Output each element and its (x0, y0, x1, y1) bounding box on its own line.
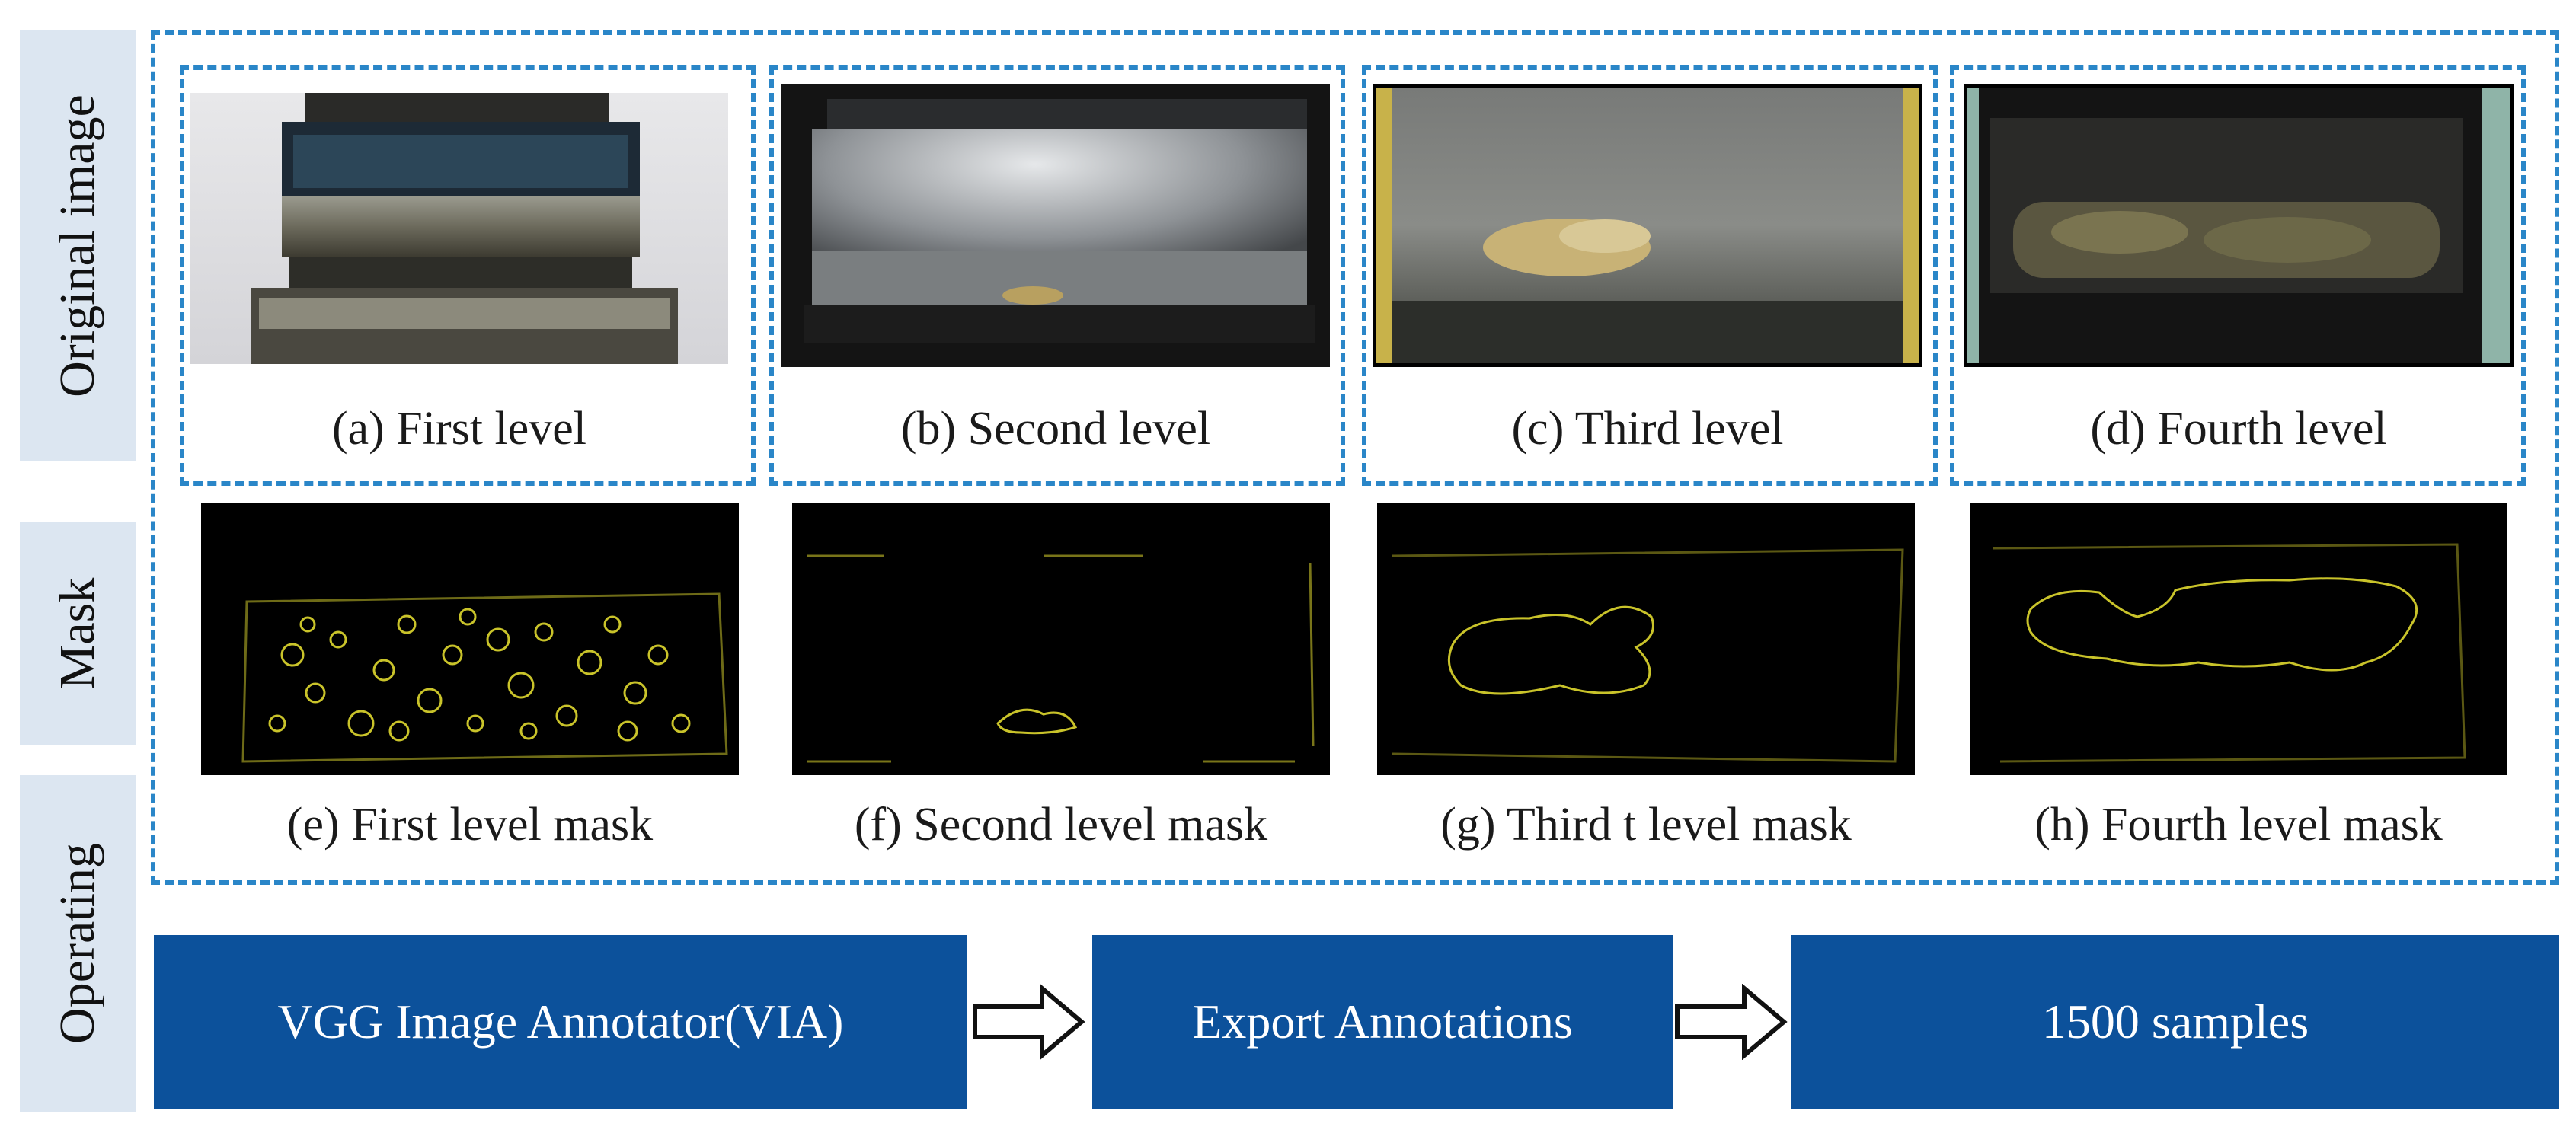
photo-second-level (781, 84, 1330, 367)
mask-first-level (201, 503, 739, 775)
caption-second-level-mask: (f) Second level mask (854, 799, 1268, 851)
mask-second-level (792, 503, 1330, 775)
row-label-operating-text: Operating (50, 843, 105, 1044)
photo-first-level (190, 93, 728, 364)
step-export-annotations: Export Annotations (1092, 935, 1673, 1109)
caption-fourth-level: (d) Fourth level (2090, 403, 2387, 455)
photo-third-level (1373, 84, 1922, 367)
arrow-right-icon (973, 984, 1085, 1060)
row-label-original: Original image (20, 30, 136, 461)
frame-second-level (769, 65, 1345, 486)
step-1500-samples: 1500 samples (1791, 935, 2559, 1109)
caption-third-level: (c) Third level (1511, 403, 1784, 455)
mask-third-level (1377, 503, 1915, 775)
caption-first-level: (a) First level (331, 403, 586, 455)
frame-fourth-level (1950, 65, 2526, 486)
caption-second-level: (b) Second level (900, 403, 1211, 455)
frame-third-level (1362, 65, 1938, 486)
caption-third-level-mask: (g) Third t level mask (1440, 799, 1852, 851)
caption-first-level-mask: (e) First level mask (286, 799, 654, 851)
step-vgg-image-annotator: VGG Image Annotator(VIA) (154, 935, 967, 1109)
row-label-mask-text: Mask (50, 577, 105, 690)
step-vgg-image-annotator-label: VGG Image Annotator(VIA) (277, 994, 844, 1049)
outer-dashed-frame (151, 30, 2559, 885)
caption-fourth-level-mask: (h) Fourth level mask (2034, 799, 2443, 851)
row-label-mask: Mask (20, 522, 136, 745)
step-1500-samples-label: 1500 samples (2041, 994, 2309, 1049)
row-label-original-text: Original image (50, 94, 105, 397)
frame-first-level (180, 65, 756, 486)
photo-fourth-level (1964, 84, 2514, 367)
row-label-operating: Operating (20, 775, 136, 1112)
arrow-right-icon (1675, 984, 1788, 1060)
step-export-annotations-label: Export Annotations (1192, 994, 1573, 1049)
mask-fourth-level (1970, 503, 2507, 775)
